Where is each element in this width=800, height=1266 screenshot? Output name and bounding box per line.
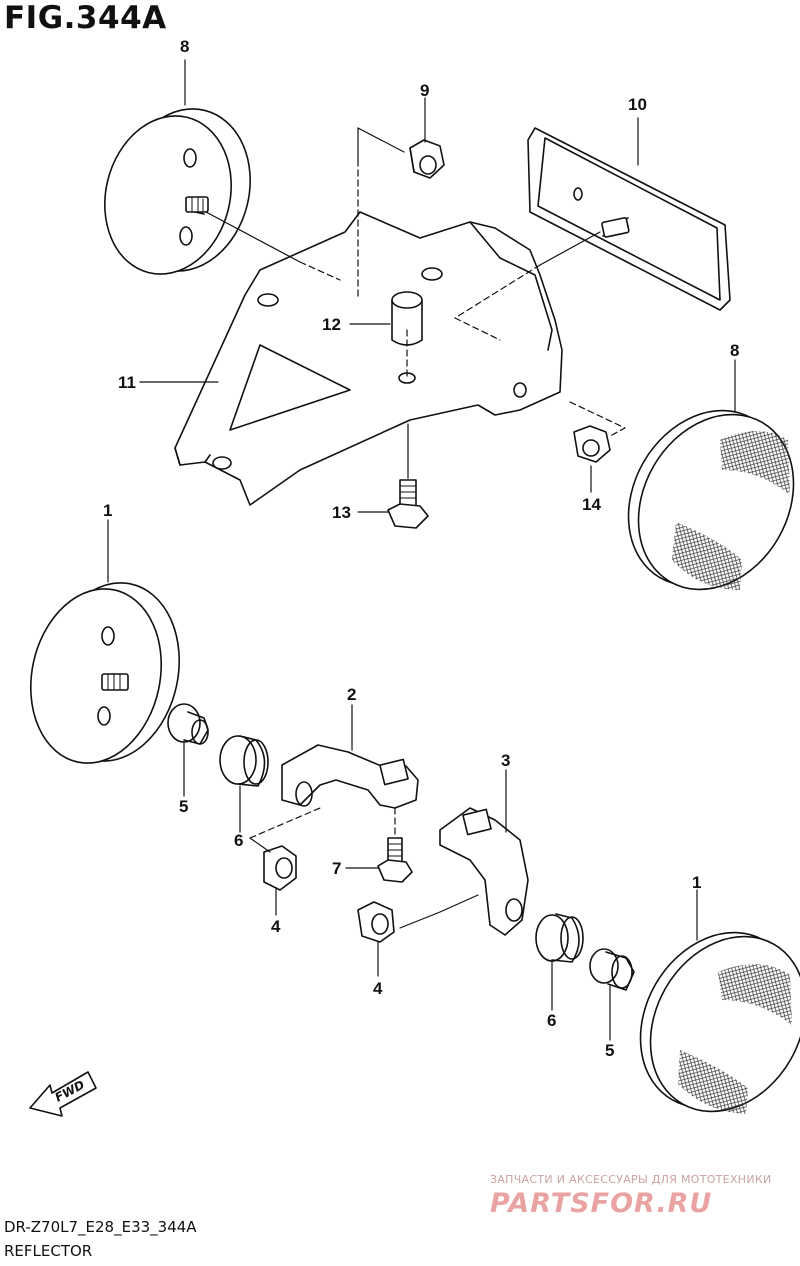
callout-3: 3 bbox=[501, 751, 510, 770]
callout-1-left: 1 bbox=[103, 501, 112, 520]
callout-6-right: 6 bbox=[547, 1011, 556, 1030]
grommet-5-right bbox=[589, 948, 635, 991]
fwd-arrow-icon bbox=[29, 1071, 97, 1117]
bolt-13 bbox=[387, 479, 429, 529]
bracket-3 bbox=[439, 807, 529, 936]
callout-11: 11 bbox=[118, 373, 136, 392]
callout-12: 12 bbox=[322, 315, 341, 334]
rubber-6-right bbox=[535, 913, 584, 963]
reflector-10-rectangular bbox=[527, 127, 731, 311]
reflector-1-right bbox=[639, 931, 800, 1114]
callout-8-right: 8 bbox=[730, 341, 739, 360]
callout-6-left: 6 bbox=[234, 831, 243, 850]
nut-4-lower bbox=[357, 901, 395, 943]
figure-title: FIG.344A bbox=[4, 0, 167, 36]
bracket-2 bbox=[281, 744, 419, 809]
nut-4-upper bbox=[263, 845, 297, 891]
callout-1-right: 1 bbox=[692, 873, 701, 892]
collar-12 bbox=[391, 291, 423, 346]
rubber-6-left bbox=[219, 735, 269, 787]
reflector-1-left bbox=[29, 582, 181, 764]
grommet-5-left bbox=[167, 703, 209, 745]
bolt-7 bbox=[377, 837, 413, 883]
callout-4-upper: 4 bbox=[271, 917, 281, 936]
callout-2: 2 bbox=[347, 685, 356, 704]
nut-9 bbox=[409, 139, 445, 179]
part-name: REFLECTOR bbox=[4, 1242, 93, 1260]
callout-leaders bbox=[107, 59, 736, 1041]
callout-9: 9 bbox=[420, 81, 429, 100]
model-code: DR-Z70L7_E28_E33_344A bbox=[4, 1218, 197, 1236]
callout-7: 7 bbox=[332, 859, 341, 878]
nut-14 bbox=[573, 425, 611, 463]
watermark-brand: PARTSFOR.RU bbox=[490, 1188, 713, 1219]
callout-13: 13 bbox=[332, 503, 351, 522]
reflector-8-right bbox=[627, 409, 795, 591]
callout-4-lower: 4 bbox=[373, 979, 383, 998]
watermark-tagline: ЗАПЧАСТИ И АКСЕССУАРЫ ДЛЯ МОТОТЕХНИКИ bbox=[490, 1173, 772, 1186]
callout-8-top: 8 bbox=[180, 37, 189, 56]
callout-14: 14 bbox=[582, 495, 601, 514]
reflector-8-top-left bbox=[104, 108, 251, 275]
callout-5-left: 5 bbox=[179, 797, 188, 816]
bracket-11 bbox=[174, 211, 563, 506]
callout-10: 10 bbox=[628, 95, 647, 114]
assembly-guide-lines bbox=[205, 127, 626, 929]
callout-5-right: 5 bbox=[605, 1041, 614, 1060]
